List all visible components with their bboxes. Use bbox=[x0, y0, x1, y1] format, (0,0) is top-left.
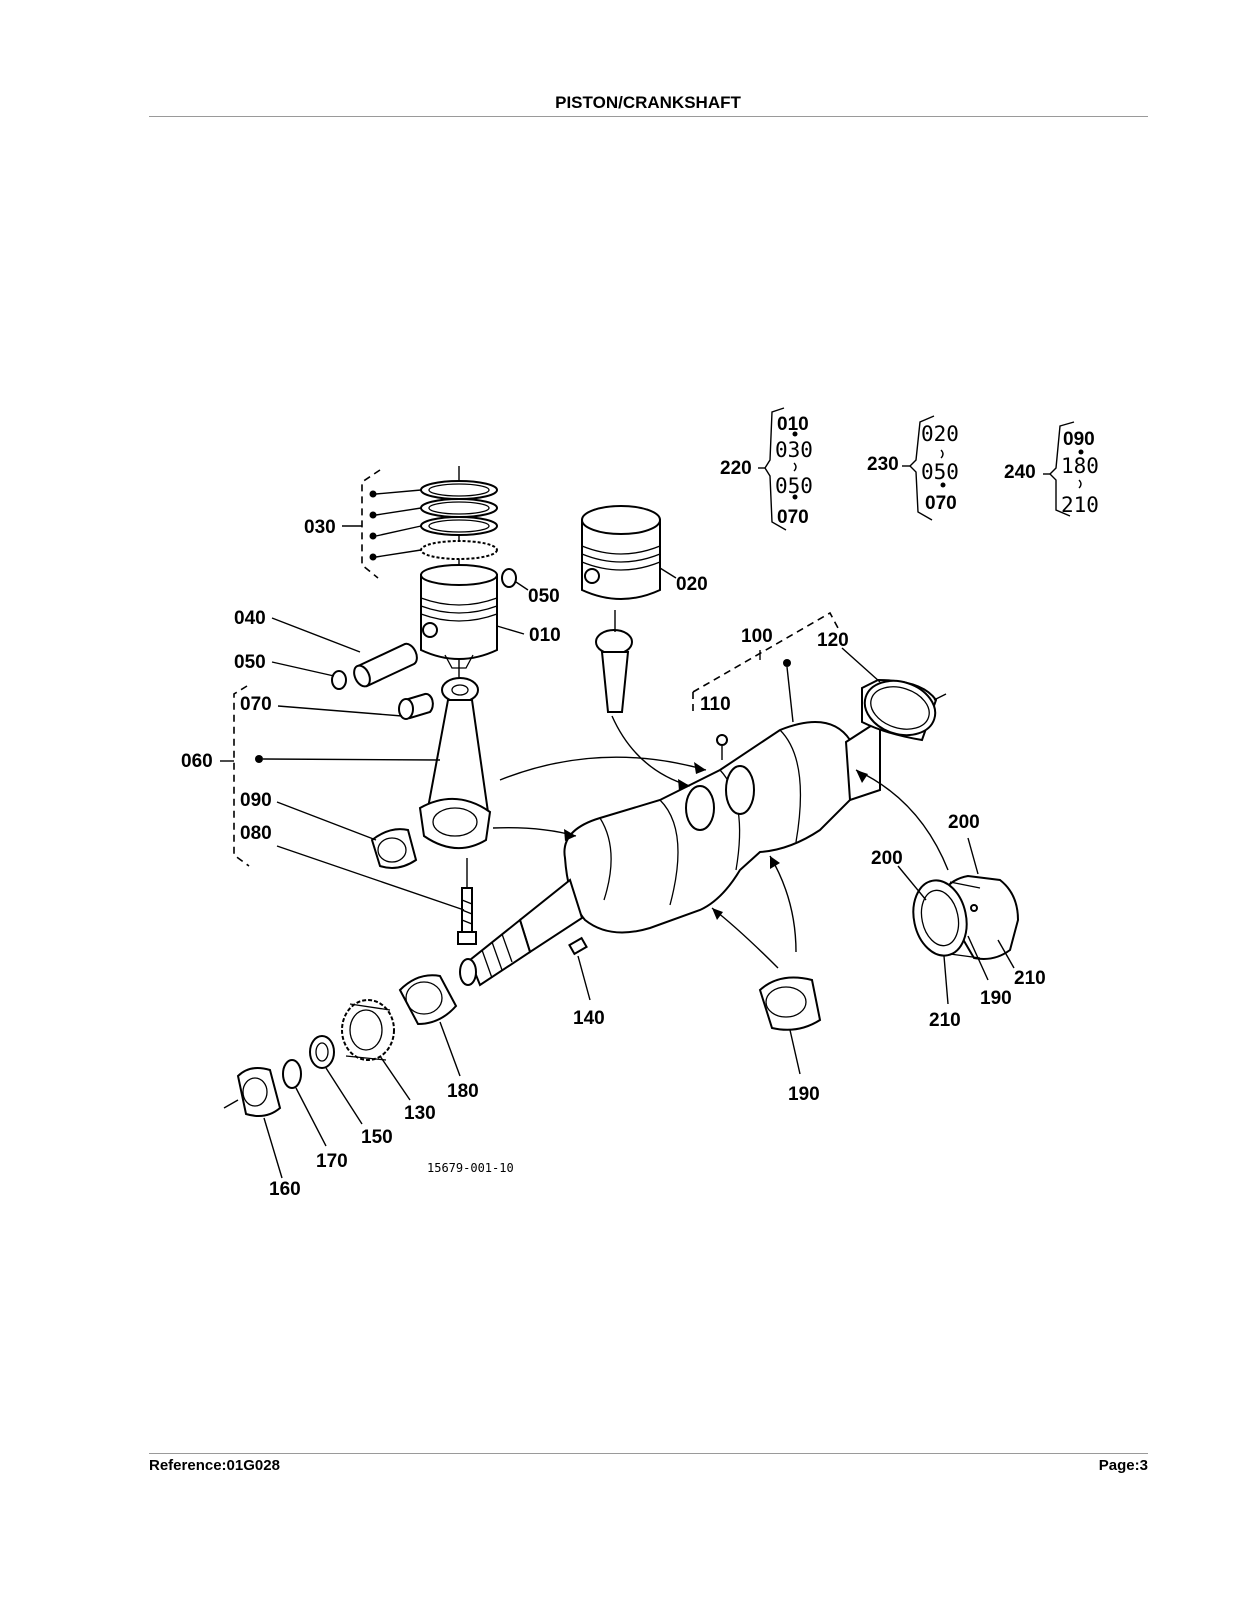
bracket-060 bbox=[233, 685, 250, 867]
crankshaft-100-drawing bbox=[459, 718, 881, 987]
reference-label: Reference:01G028 bbox=[149, 1457, 280, 1474]
piston-020-drawing bbox=[581, 505, 677, 713]
callout-200-top: 200 bbox=[948, 812, 980, 833]
header-rule bbox=[149, 116, 1148, 117]
page-title: PISTON/CRANKSHAFT bbox=[555, 93, 741, 112]
callout-090: 090 bbox=[240, 790, 272, 811]
callout-150: 150 bbox=[361, 1127, 393, 1148]
kit-240-label: 240 bbox=[1004, 462, 1036, 483]
drawing-number: 15679-001-10 bbox=[427, 1161, 514, 1175]
callout-030: 030 bbox=[304, 517, 336, 538]
bearing-120-drawing bbox=[841, 647, 947, 742]
callout-110: 110 bbox=[700, 694, 731, 715]
callout-190-middle: 190 bbox=[788, 1084, 820, 1105]
kit-220-item-030: 030 bbox=[775, 438, 813, 462]
kit-220-item-050: 050 bbox=[775, 474, 813, 498]
kit-220-label: 220 bbox=[720, 458, 752, 479]
ring-bullets bbox=[369, 489, 422, 561]
callout-070: 070 bbox=[240, 694, 272, 715]
callout-020: 020 bbox=[676, 574, 708, 595]
callout-080: 080 bbox=[240, 823, 272, 844]
collar-160-drawing bbox=[223, 1067, 283, 1179]
kit-230-label: 230 bbox=[867, 454, 899, 475]
callout-160: 160 bbox=[269, 1179, 301, 1200]
kit-220-item-070: 070 bbox=[777, 507, 809, 528]
callout-010: 010 bbox=[529, 625, 561, 646]
kit-240-item-180: 180 bbox=[1061, 454, 1099, 478]
kit-220-item-010: 010 bbox=[777, 414, 809, 435]
page-number: Page:3 bbox=[1098, 1457, 1148, 1474]
key-140 bbox=[568, 936, 588, 956]
washer-150 bbox=[309, 1035, 335, 1069]
kit-230-item-070: 070 bbox=[925, 493, 957, 514]
callout-130: 130 bbox=[404, 1103, 436, 1124]
circlip-050-right bbox=[501, 568, 517, 588]
callout-170: 170 bbox=[316, 1151, 348, 1172]
callout-140: 140 bbox=[573, 1008, 605, 1029]
callout-180: 180 bbox=[447, 1081, 479, 1102]
callout-210-left: 210 bbox=[929, 1010, 961, 1031]
callout-200-left: 200 bbox=[871, 848, 903, 869]
callout-050-right: 050 bbox=[528, 586, 560, 607]
bracket-100 bbox=[692, 611, 839, 712]
assembly-arrows bbox=[492, 715, 949, 969]
kit-230-item-050: 050 bbox=[921, 460, 959, 484]
footer-rule bbox=[149, 1453, 1148, 1454]
callout-060: 060 bbox=[181, 751, 213, 772]
circlip-170 bbox=[282, 1059, 302, 1089]
callout-190-right: 190 bbox=[980, 988, 1012, 1009]
plug-110 bbox=[716, 734, 728, 746]
callout-100: 100 bbox=[741, 626, 773, 647]
circlip-050-left bbox=[331, 670, 347, 690]
bracket-030 bbox=[361, 469, 381, 579]
piston-010-drawing bbox=[420, 466, 498, 690]
callout-040: 040 bbox=[234, 608, 266, 629]
connecting-rod-060-drawing bbox=[370, 677, 492, 945]
bearing-190-middle-drawing bbox=[758, 976, 822, 1075]
callout-120: 120 bbox=[817, 630, 849, 651]
kit-240-item-210: 210 bbox=[1061, 493, 1099, 517]
kit-230-item-020: 020 bbox=[921, 422, 959, 446]
callout-210-right: 210 bbox=[1014, 968, 1046, 989]
callout-050-left: 050 bbox=[234, 652, 266, 673]
piston-pin-040-drawing bbox=[353, 642, 418, 688]
gear-130-drawing bbox=[341, 999, 411, 1101]
bearing-180-drawing bbox=[398, 974, 461, 1077]
kit-240-item-090: 090 bbox=[1063, 429, 1095, 450]
bearing-case-200-drawing bbox=[897, 837, 1020, 1005]
